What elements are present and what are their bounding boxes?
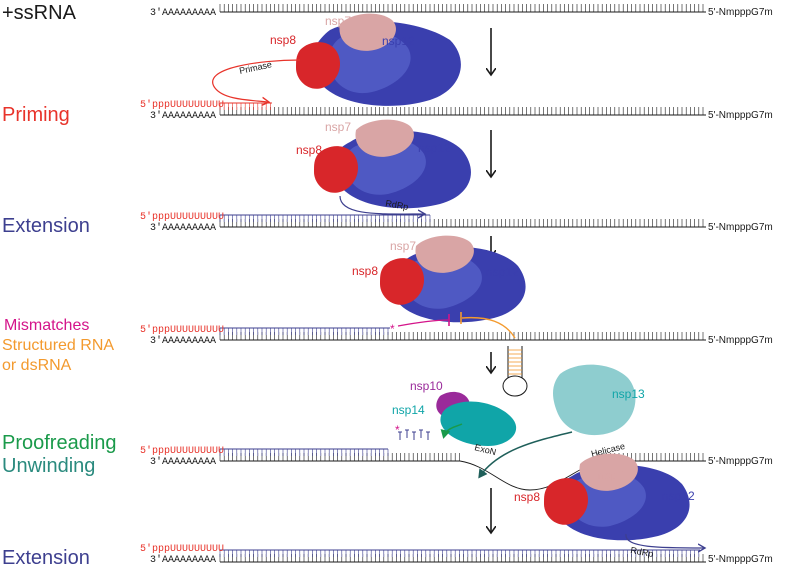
- template-3prime: 3'AAAAAAAAA: [150, 7, 216, 19]
- label-extension-2: Extension: [2, 547, 90, 569]
- template-3prime-6: 3'AAAAAAAAA: [150, 554, 216, 566]
- nsp13-shape: [553, 364, 636, 436]
- template-3prime-5: 3'AAAAAAAAA: [150, 456, 216, 468]
- primer-ppp-4: 5'ppp: [140, 324, 170, 336]
- protein-nsp7-5: nsp7: [598, 468, 624, 482]
- template-5prime-5: 5'-NmpppG7m: [708, 456, 773, 467]
- protein-nsp12-2: nsp12: [418, 141, 451, 155]
- template-3prime-3: 3'AAAAAAAAA: [150, 222, 216, 234]
- protein-nsp13: nsp13: [612, 387, 645, 401]
- primer-prefix-3: 5'pppUUUUUUUUU: [140, 211, 224, 223]
- template-5prime: 5'-NmpppG7m: [708, 7, 773, 18]
- primer-prefix-2: 5'pppUUUUUUUUU: [140, 99, 224, 111]
- template-5prime-4: 5'-NmpppG7m: [708, 335, 773, 346]
- label-priming: Priming: [2, 104, 70, 126]
- label-unwinding: Unwinding: [2, 455, 95, 477]
- primer-bases-5: UUUUUUUUU: [170, 446, 224, 457]
- primer-prefix-5: 5'pppUUUUUUUUU: [140, 445, 224, 457]
- primer-ppp-6: 5'ppp: [140, 543, 170, 555]
- nsp7-shape: [339, 13, 396, 51]
- primer-bases-2: UUUUUUUUU: [170, 100, 224, 111]
- protein-nsp10: nsp10: [410, 379, 443, 393]
- primer-bases-4: UUUUUUUUU: [170, 325, 224, 336]
- protein-nsp7-2: nsp7: [325, 120, 351, 134]
- primer-ppp-5: 5'ppp: [140, 445, 170, 457]
- protein-nsp7-1: nsp7: [325, 14, 351, 28]
- rdrp-arrow-2: [625, 533, 704, 548]
- template-3prime-4: 3'AAAAAAAAA: [150, 335, 216, 347]
- exon-arrow: [440, 423, 463, 439]
- protein-nsp8-5: nsp8: [514, 490, 540, 504]
- label-or-dsrna: or dsRNA: [2, 357, 72, 374]
- protein-nsp12-1: nsp12: [382, 34, 415, 48]
- label-proofreading: Proofreading: [2, 432, 117, 454]
- template-3prime-2: 3'AAAAAAAAA: [150, 110, 216, 122]
- template-5prime-6: 5'-NmpppG7m: [708, 554, 773, 565]
- primase-arrow: [212, 59, 301, 102]
- primer-prefix-6: 5'pppUUUUUUUUU: [140, 543, 224, 555]
- template-5prime-3: 5'-NmpppG7m: [708, 222, 773, 233]
- protein-nsp7-3: nsp7: [390, 239, 416, 253]
- label-ssrna: +ssRNA: [2, 2, 77, 24]
- rna-hairpin: [502, 346, 528, 397]
- helicase-arrow: [478, 431, 573, 479]
- primer-ppp-3: 5'ppp: [140, 211, 170, 223]
- protein-nsp12-5: nsp12: [662, 489, 695, 503]
- nsp8-shape: [296, 42, 341, 89]
- template-5prime-2: 5'-NmpppG7m: [708, 110, 773, 121]
- excised-nucleotides: [398, 429, 430, 440]
- rtc-complex-1: [296, 13, 461, 106]
- primer-bases-6: UUUUUUUUU: [170, 544, 224, 555]
- rtc-complex-2: [314, 119, 471, 209]
- protein-nsp8-1: nsp8: [270, 33, 296, 47]
- label-extension-1: Extension: [2, 215, 90, 237]
- rtc-complex-5: [544, 453, 690, 541]
- nsp14-shape: [440, 401, 517, 446]
- protein-nsp8-2: nsp8: [296, 143, 322, 157]
- rtc-complex-3: [380, 235, 526, 323]
- rdrp-arrow-1: [339, 195, 424, 214]
- exon-complex: [436, 391, 517, 446]
- primer-bases-3: UUUUUUUUU: [170, 212, 224, 223]
- protein-nsp14: nsp14: [392, 403, 425, 417]
- protein-nsp8-3: nsp8: [352, 264, 378, 278]
- structured-block-arrow: [461, 316, 516, 339]
- primer-ppp-2: 5'ppp: [140, 99, 170, 111]
- mismatch-block-arrow: [397, 319, 449, 327]
- mismatch-star-1: *: [390, 322, 395, 336]
- protein-nsp12-3: nsp12: [486, 265, 519, 279]
- primer-prefix-4: 5'pppUUUUUUUUU: [140, 324, 224, 336]
- annotation-rdrp-2: RdRp: [630, 545, 654, 559]
- label-structured-rna: Structured RNA: [2, 337, 114, 354]
- label-mismatches: Mismatches: [4, 317, 89, 334]
- annotation-rdrp-1: RdRp: [385, 198, 409, 212]
- mismatch-star-2: *: [395, 423, 400, 437]
